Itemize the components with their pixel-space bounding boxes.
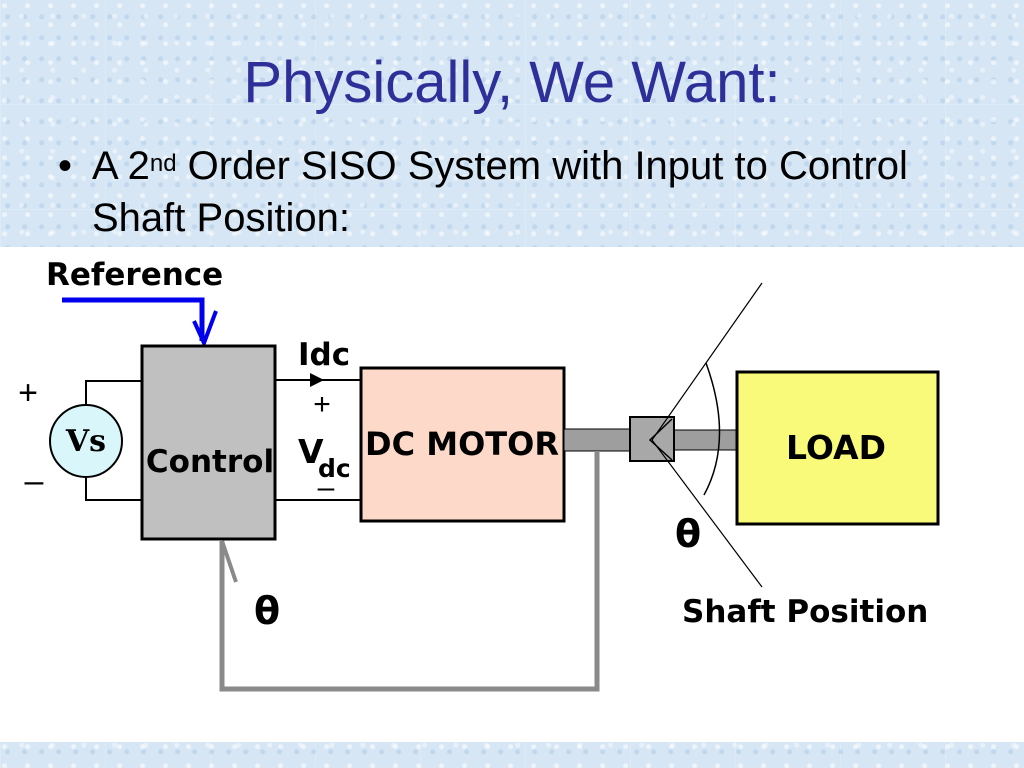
source-bottom-wire (85, 469, 142, 501)
load-shaft (673, 429, 739, 451)
voltage-source (49, 404, 123, 478)
load-label: LOAD (786, 428, 886, 467)
motor-control-diagram: Reference Vs + – Control Idc + V dc – DC… (0, 247, 1024, 742)
bullet-superscript: nd (149, 150, 177, 177)
coupling-inner-marker (648, 418, 673, 461)
feedback-line (219, 451, 600, 692)
bullet-text-end: Order SISO System with Input to Control … (92, 144, 908, 240)
reference-line (62, 297, 205, 341)
source-minus-sign: – (25, 462, 44, 500)
angle-arc (703, 362, 721, 496)
feedback-arrowhead (220, 540, 238, 583)
angle-line-lower (651, 439, 763, 588)
shaft-position-label: Shaft Position (682, 594, 928, 630)
voltage-plus-sign: + (313, 388, 331, 421)
diagram-canvas: Reference Vs + – Control Idc + V dc – DC… (18, 257, 940, 692)
angle-line-upper (651, 282, 763, 441)
current-label: Idc (298, 337, 350, 373)
bullet-text: A 2nd Order SISO System with Input to Co… (92, 140, 992, 244)
voltage-source-label: Vs (65, 424, 106, 459)
dc-motor-block (359, 366, 566, 523)
reference-arrowhead (192, 310, 218, 349)
reference-label: Reference (46, 257, 223, 293)
feedback-theta-symbol: θ (254, 589, 280, 633)
slide-title: Physically, We Want: (243, 50, 781, 115)
voltage-minus-sign: – (318, 471, 335, 504)
voltage-label: V (298, 432, 324, 471)
bullet-text-start: A 2 (92, 144, 150, 188)
dc-motor-label: DC MOTOR (365, 425, 559, 463)
load-block (735, 370, 940, 526)
bullet-symbol: • (58, 144, 73, 188)
source-plus-sign: + (18, 374, 38, 412)
current-arrowhead (310, 373, 324, 387)
voltage-subscript: dc (318, 454, 351, 483)
control-block (140, 344, 277, 541)
control-label: Control (146, 444, 274, 480)
shaft-theta-symbol: θ (675, 512, 701, 556)
motor-shaft (563, 428, 631, 452)
